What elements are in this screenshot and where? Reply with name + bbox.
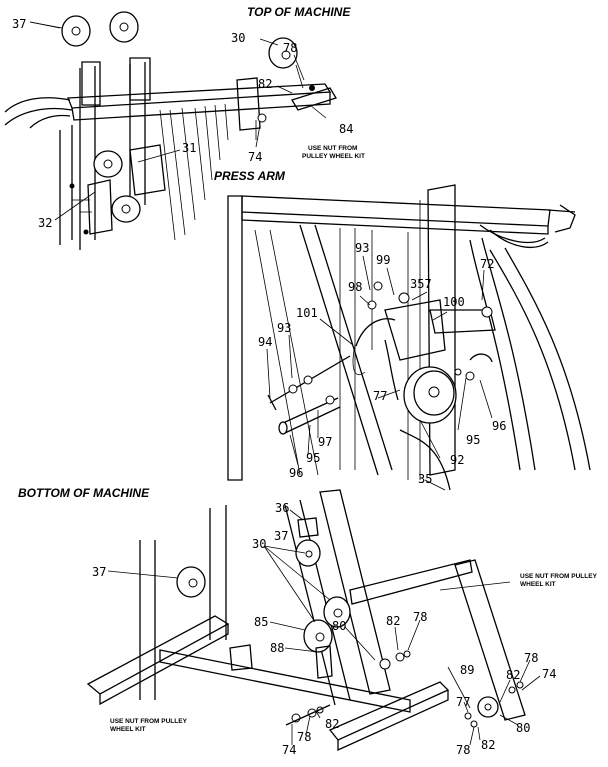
pulley-wheel-30-bottom: [323, 596, 351, 628]
callout-95b-press: 95: [306, 451, 320, 465]
callout-78-bottom-a: 78: [413, 610, 427, 624]
callout-37-bottom-upper: 37: [274, 529, 288, 543]
callout-72-press: 72: [480, 257, 494, 271]
callout-95-press: 95: [466, 433, 480, 447]
callout-32-top: 32: [38, 216, 52, 230]
note-bottom-right-line1: USE NUT FROM PULLEY: [520, 573, 598, 580]
bottom-assembly: [86, 489, 541, 752]
callout-94-press: 94: [258, 335, 272, 349]
callout-30-bottom: 30: [252, 537, 266, 551]
callout-82-bottom-d: 82: [325, 717, 339, 731]
pulley-wheel-37-top-right: [109, 11, 139, 43]
callout-82-bottom-a: 82: [386, 614, 400, 628]
callout-82-bottom-b: 82: [506, 668, 520, 682]
pulley-wheel-press-arm: [403, 366, 457, 424]
callout-97-press: 97: [318, 435, 332, 449]
note-bottom-right-line2: WHEEL KIT: [520, 581, 556, 588]
callout-74-bottom-a: 74: [542, 667, 556, 681]
callout-82-top: 82: [258, 77, 272, 91]
callout-78-bottom-d: 78: [297, 730, 311, 744]
callout-30-top: 30: [231, 31, 245, 45]
callout-77-press: 77: [373, 389, 387, 403]
note-bottom-left-line2: WHEEL KIT: [110, 726, 146, 733]
callout-92-press: 92: [450, 453, 464, 467]
pulley-wheel-32: [111, 195, 141, 223]
callout-88-bottom: 88: [270, 641, 284, 655]
callout-80-bottom-b: 80: [516, 721, 530, 735]
callout-101-press: 101: [296, 306, 318, 320]
note-top-nut-line2: PULLEY WHEEL KIT: [302, 153, 365, 160]
callout-96-press: 96: [492, 419, 506, 433]
callout-82-bottom-c: 82: [481, 738, 495, 752]
pulley-wheel-85-bottom: [303, 619, 333, 653]
pulley-wheel-31: [93, 150, 123, 178]
pulley-wheel-37-top-left: [61, 15, 91, 47]
callout-74-bottom-b: 74: [282, 743, 296, 757]
callout-96b-press: 96: [289, 466, 303, 480]
note-top-nut-line1: USE NUT FROM: [308, 145, 357, 152]
heading-press-arm: PRESS ARM: [214, 169, 286, 183]
callout-98-press: 98: [348, 280, 362, 294]
pulley-wheel-37-bottom-upper: [295, 539, 321, 567]
callout-357-press: 357: [410, 277, 432, 291]
heading-top-of-machine: TOP OF MACHINE: [247, 5, 351, 19]
callout-93-press: 93: [355, 241, 369, 255]
callout-35-press: 35: [418, 472, 432, 486]
callout-37-top: 37: [12, 17, 26, 31]
callout-84-top: 84: [339, 122, 353, 136]
callout-99-press: 99: [376, 253, 390, 267]
callout-77-bottom: 77: [456, 695, 470, 709]
callout-31-top: 31: [182, 141, 196, 155]
pulley-wheel-37-bottom-left: [176, 566, 206, 598]
pulley-wheel-30-top: [268, 37, 298, 69]
callout-36-bottom: 36: [275, 501, 289, 515]
callout-100-press: 100: [443, 295, 465, 309]
note-bottom-left-line1: USE NUT FROM PULLEY: [110, 718, 188, 725]
callout-78-bottom-b: 78: [524, 651, 538, 665]
press-arm-assembly: [227, 184, 591, 491]
callout-80-bottom: 80: [332, 619, 346, 633]
callout-85-bottom: 85: [254, 615, 268, 629]
callout-78-bottom-c: 78: [456, 743, 470, 757]
callout-78-top: 78: [283, 41, 297, 55]
top-assembly: [4, 11, 337, 250]
callout-37-bottom-left: 37: [92, 565, 106, 579]
heading-bottom-of-machine: BOTTOM OF MACHINE: [18, 486, 150, 500]
callout-93b-press: 93: [277, 321, 291, 335]
callout-89-bottom: 89: [460, 663, 474, 677]
callout-74-top: 74: [248, 150, 262, 164]
